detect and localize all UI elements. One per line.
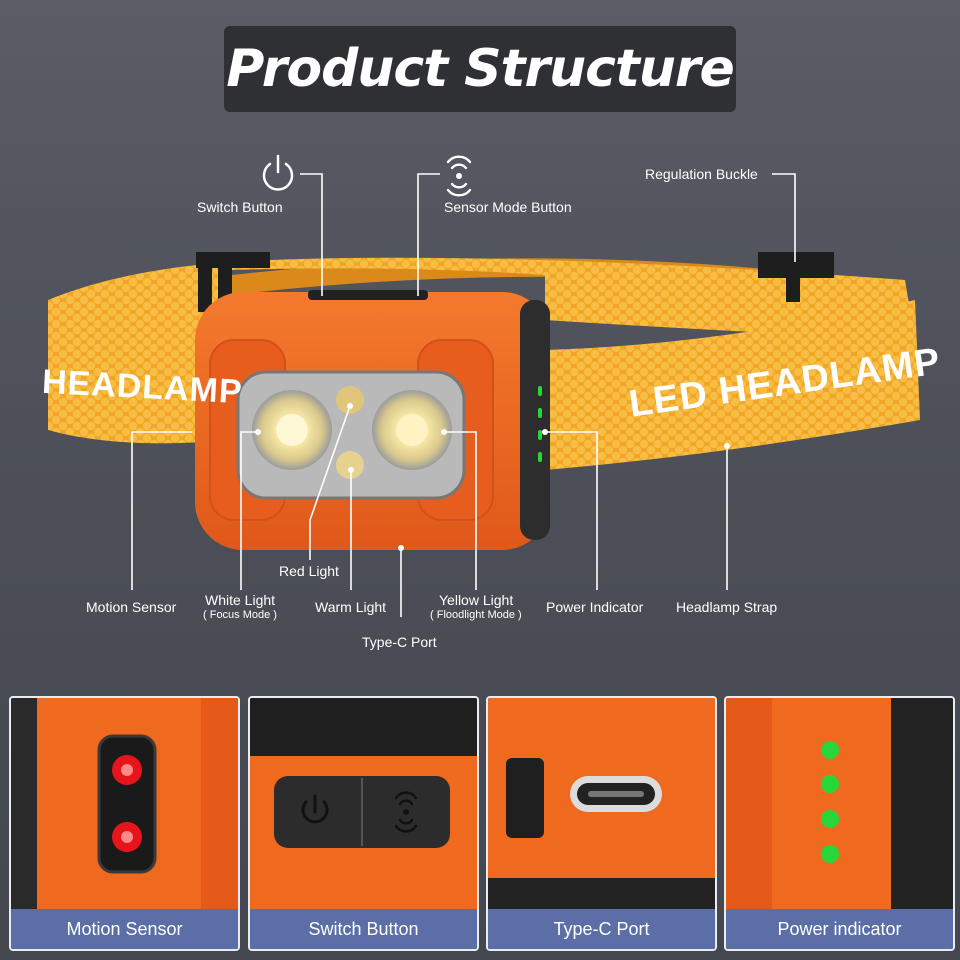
title-banner: Product Structure — [224, 26, 736, 112]
panel-caption: Type-C Port — [488, 909, 715, 949]
panel-caption: Motion Sensor — [11, 909, 238, 949]
warm-led — [336, 451, 364, 479]
power-indicator-label: Power Indicator — [546, 599, 644, 615]
buckle-left — [196, 252, 270, 312]
strap-top — [230, 257, 915, 340]
red-light-label: Red Light — [279, 563, 339, 579]
type-c-port-label: Type-C Port — [362, 634, 437, 650]
power-icon — [301, 794, 329, 824]
power-indicator-dots — [538, 386, 542, 462]
page-title: Product Structure — [226, 39, 734, 99]
panel-caption: Switch Button — [250, 909, 477, 949]
panel-motion-sensor: Motion Sensor — [9, 696, 240, 951]
panel-power-indicator: Power indicator — [724, 696, 955, 951]
sensor-wave-icon — [394, 791, 418, 833]
callout-lines — [131, 173, 796, 617]
panel-caption: Power indicator — [726, 909, 953, 949]
warm-light-label: Warm Light — [315, 599, 387, 615]
red-led — [336, 386, 364, 414]
strap-left — [48, 262, 230, 444]
white-light-sublabel: ( Focus Mode ) — [203, 609, 277, 621]
headlamp-strap-label: Headlamp Strap — [676, 599, 778, 615]
motion-sensor-label: Motion Sensor — [86, 599, 177, 615]
white-light-label: White Light — [205, 592, 276, 608]
panel-type-c-port: Type-C Port — [486, 696, 717, 951]
callout-dots — [255, 403, 730, 551]
regulation-buckle-label: Regulation Buckle — [645, 166, 758, 182]
sensor-mode-button-label: Sensor Mode Button — [444, 199, 572, 215]
power-icon — [262, 154, 294, 191]
headlamp-illustration — [48, 154, 920, 617]
yellow-light-sublabel: ( Floodlight Mode ) — [430, 609, 522, 621]
strap-right — [545, 300, 920, 470]
panel-switch-button: Switch Button — [248, 696, 479, 951]
buckle-right — [758, 252, 834, 302]
switch-button-label: Switch Button — [197, 199, 283, 215]
sensor-wave-icon — [446, 155, 472, 197]
yellow-light-label: Yellow Light — [439, 592, 514, 608]
